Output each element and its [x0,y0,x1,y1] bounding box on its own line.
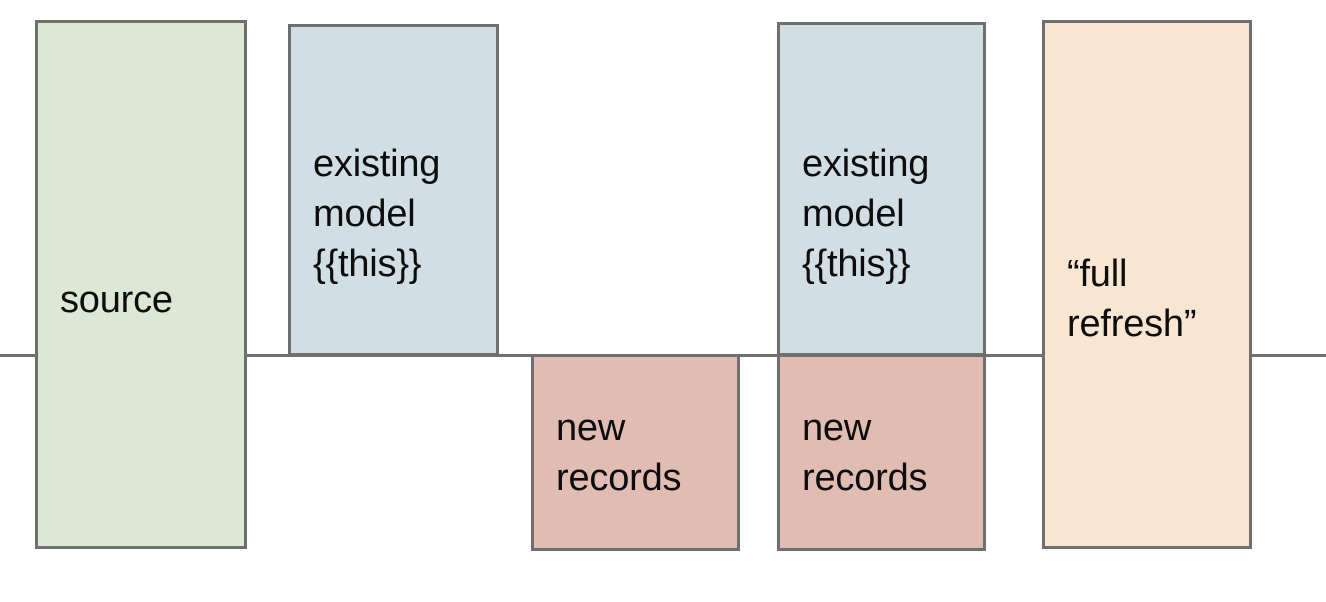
new-records-box-2[interactable]: new records [777,354,986,551]
existing-model-box-1-label: existing model {{this}} [313,143,441,285]
existing-model-box-2-label: existing model {{this}} [802,143,930,285]
existing-model-box-2[interactable]: existing model {{this}} [777,22,986,356]
full-refresh-box[interactable]: “full refresh” [1042,20,1252,549]
full-refresh-box-label: “full refresh” [1067,253,1197,345]
new-records-box-1-label: new records [556,407,682,499]
new-records-box-1[interactable]: new records [531,354,740,551]
source-box[interactable]: source [35,20,247,549]
new-records-box-2-label: new records [802,407,928,499]
source-box-label: source [60,279,173,321]
existing-model-box-1[interactable]: existing model {{this}} [288,24,499,356]
